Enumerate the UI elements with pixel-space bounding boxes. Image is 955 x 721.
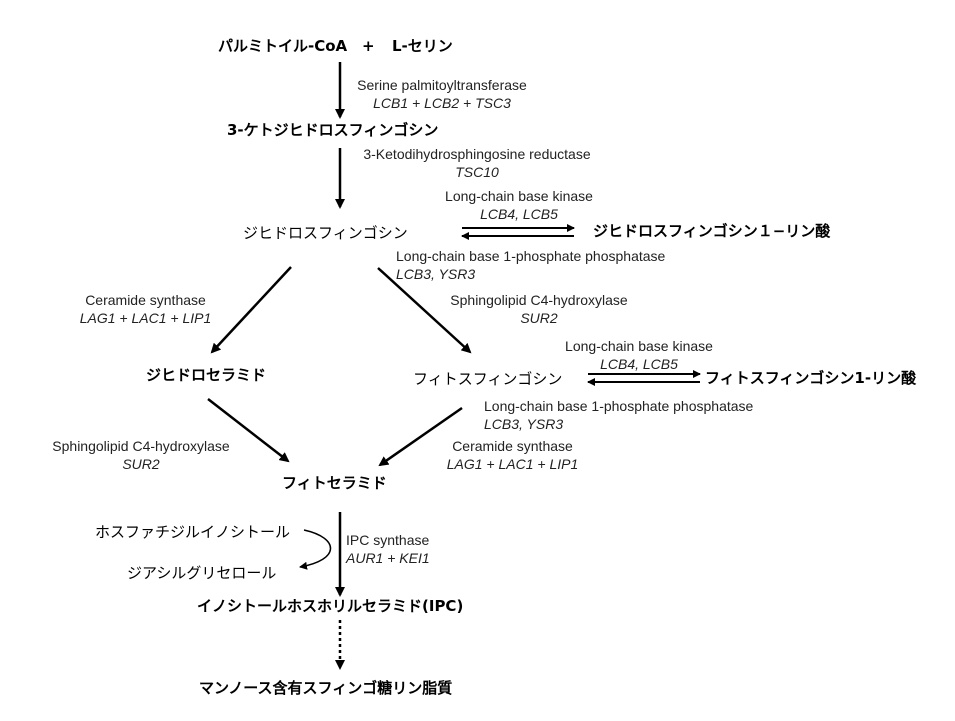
enzyme-cs1-name: Ceramide synthase [85,292,206,308]
enzyme-sur2b-genes: SUR2 [122,456,160,472]
enzyme-spt-genes: LCB1 + LCB2 + TSC3 [373,95,511,111]
enzyme-cs2: Ceramide synthase LAG1 + LAC1 + LIP1 [425,437,600,473]
phytosphingosine: フィトスフィンゴシン [413,370,563,388]
dihydroceramide: ジヒドロセラミド [146,366,267,384]
enzyme-kdsr: 3-Ketodihydrosphingosine reductase TSC10 [344,145,610,181]
enzyme-lcbk2: Long-chain base kinase LCB4, LCB5 [550,337,728,373]
arrow-cs2 [378,406,463,467]
enzyme-spt: Serine palmitoyltransferase LCB1 + LCB2 … [344,76,540,112]
enzyme-lcbp2: Long-chain base 1-phosphate phosphatase … [484,397,753,433]
arrow-cs1 [210,266,292,354]
enzyme-lcbp1-genes: LCB3, YSR3 [396,266,476,282]
phytosphingosine-1-phosphate: フィトスフィンゴシン1-リン酸 [705,369,917,387]
enzyme-lcbk1-name: Long-chain base kinase [445,188,593,204]
enzyme-lcbk1: Long-chain base kinase LCB4, LCB5 [430,187,608,223]
enzyme-lcbp1-name: Long-chain base 1-phosphate phosphatase [396,248,666,264]
enzyme-lcbk1-genes: LCB4, LCB5 [480,206,558,222]
arrow-pi-dag [299,529,332,570]
enzyme-lcbp2-name: Long-chain base 1-phosphate phosphatase [484,398,754,414]
enzyme-lcbk2-name: Long-chain base kinase [565,338,713,354]
phosphatidylinositol: ホスファチジルイノシトール [95,523,291,541]
palmitoyl-coa: パルミトイル-CoA [218,37,348,55]
enzyme-kdsr-name: 3-Ketodihydrosphingosine reductase [363,146,591,162]
dihydrosphingosine-1-phosphate: ジヒドロスフィンゴシン１−リン酸 [593,222,831,240]
arrow-sur2a [377,267,472,354]
enzyme-kdsr-genes: TSC10 [455,164,499,180]
mannose-sphingolipid: マンノース含有スフィンゴ糖リン脂質 [199,679,453,697]
enzyme-ipcs-name: IPC synthase [346,532,430,548]
enzyme-spt-name: Serine palmitoyltransferase [357,77,527,93]
ketodihydrosphingosine: 3-ケトジヒドロスフィンゴシン [227,121,439,139]
enzyme-cs2-name: Ceramide synthase [452,438,573,454]
arrow-sur2b [207,398,290,463]
enzyme-cs1-genes: LAG1 + LAC1 + LIP1 [79,310,212,326]
plus-sign: + [362,37,375,55]
enzyme-ipcs-genes: AUR1 + KEI1 [346,550,430,566]
enzyme-sur2a-genes: SUR2 [520,310,558,326]
inositol-phosphorylceramide: イノシトールホスホリルセラミド(IPC) [197,597,464,615]
enzyme-lcbk2-genes: LCB4, LCB5 [600,356,678,372]
enzyme-cs1: Ceramide synthase LAG1 + LAC1 + LIP1 [58,291,233,327]
enzyme-cs2-genes: LAG1 + LAC1 + LIP1 [446,456,579,472]
enzyme-sur2b: Sphingolipid C4-hydroxylase SUR2 [40,437,242,473]
enzyme-lcbp2-genes: LCB3, YSR3 [484,416,564,432]
enzyme-sur2a: Sphingolipid C4-hydroxylase SUR2 [438,291,640,327]
dihydrosphingosine: ジヒドロスフィンゴシン [243,224,408,242]
diacylglycerol: ジアシルグリセロール [127,564,277,582]
l-serine: L-セリン [392,37,453,55]
enzyme-sur2b-name: Sphingolipid C4-hydroxylase [52,438,230,454]
phytoceramide: フィトセラミド [282,474,387,492]
enzyme-ipcs: IPC synthase AUR1 + KEI1 [346,531,430,567]
enzyme-lcbp1: Long-chain base 1-phosphate phosphatase … [396,247,665,283]
enzyme-sur2a-name: Sphingolipid C4-hydroxylase [450,292,628,308]
